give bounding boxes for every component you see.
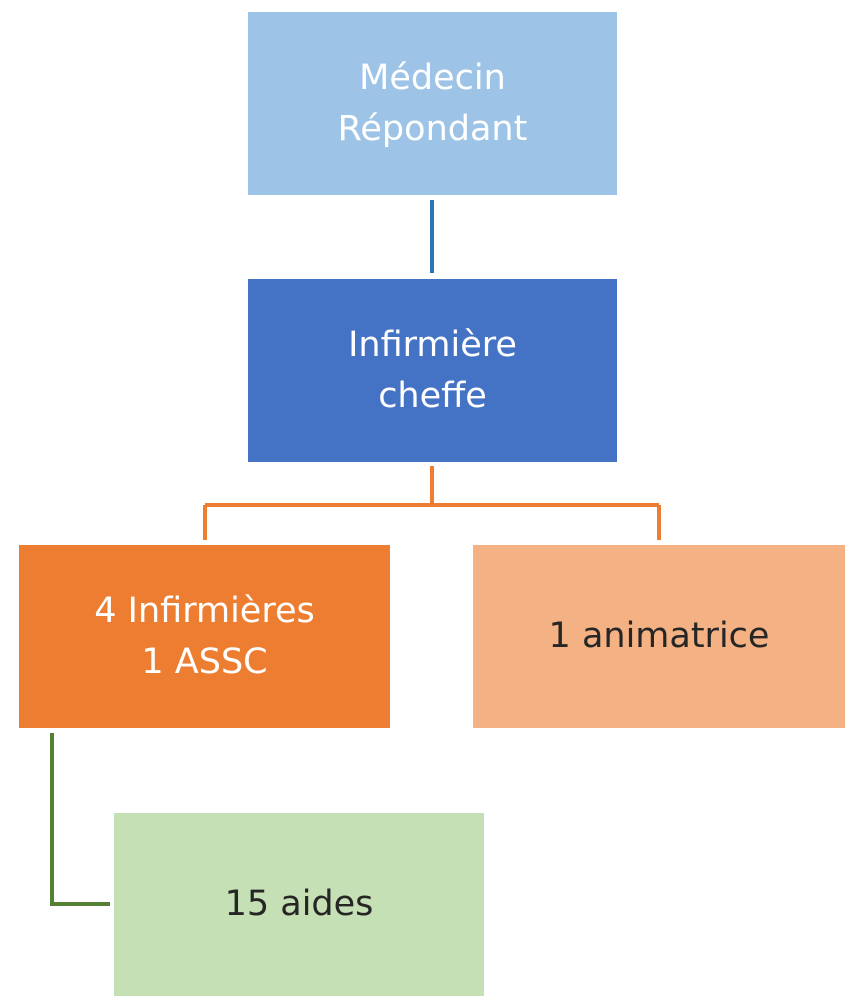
node-animatrice: 1 animatrice: [473, 545, 845, 728]
connector-infirmieres-aides: [50, 733, 110, 906]
node-infirmiere-cheffe: Infirmière cheffe: [248, 279, 617, 462]
node-aides-label: 15 aides: [224, 884, 374, 925]
node-medecin-repondant: Médecin Répondant: [248, 12, 617, 195]
node-animatrice-label: 1 animatrice: [548, 616, 770, 657]
node-aides: 15 aides: [114, 813, 484, 996]
node-equipe-line1: 4 Infirmières: [94, 591, 315, 632]
node-equipe-soins: 4 Infirmières 1 ASSC: [19, 545, 390, 728]
node-infirmiere-line1: Infirmière: [348, 325, 517, 366]
node-medecin-line2: Répondant: [337, 108, 528, 149]
node-equipe-line2: 1 ASSC: [141, 641, 268, 682]
node-medecin-line1: Médecin: [359, 58, 506, 99]
connector-infirmiere-children: [203, 466, 661, 540]
node-infirmiere-line2: cheffe: [378, 375, 487, 416]
